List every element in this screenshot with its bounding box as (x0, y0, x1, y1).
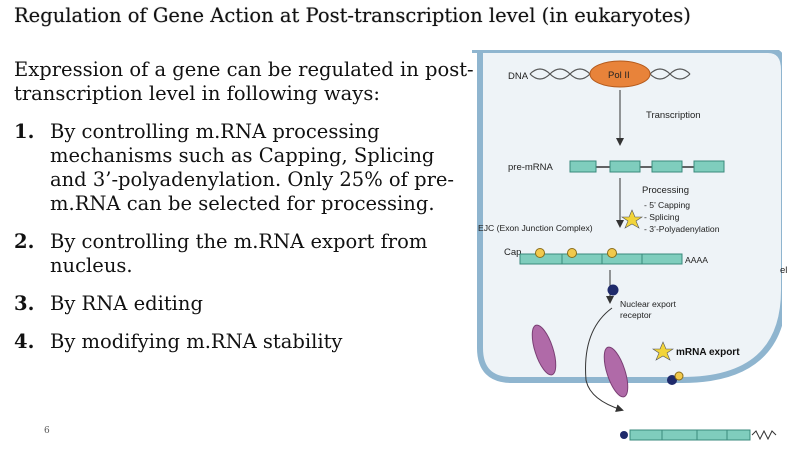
intro-paragraph: Expression of a gene can be regulated in… (14, 58, 474, 105)
list-number: 1. (14, 120, 35, 143)
list-item-2: 2. By controlling the m.RNA export from … (14, 230, 474, 278)
nuclear-pore-right (603, 346, 629, 398)
mrna-processing-figure: DNA Pol II Transcription pre-mRNA Proces… (472, 50, 792, 450)
transcription-label: Transcription (646, 110, 701, 121)
list-number: 3. (14, 292, 35, 315)
edge-label: el (780, 265, 787, 276)
mrna-export-label: mRNA export (676, 347, 740, 358)
nuclear-pore-left (531, 324, 557, 376)
page-title: Regulation of Gene Action at Post-transc… (14, 4, 691, 27)
capping-label: - 5’ Capping (644, 200, 690, 210)
list-number: 2. (14, 230, 35, 253)
ejc-label: EJC (Exon Junction Complex) (478, 223, 593, 233)
pol2-label: Pol II (608, 70, 630, 81)
list-item-3: 3. By RNA editing (14, 292, 474, 316)
polyadenylation-label: - 3’-Polyadenylation (644, 224, 720, 234)
pol2-enzyme (589, 60, 651, 88)
list-text: By controlling the m.RNA export from nuc… (50, 230, 428, 277)
export-arrow (585, 307, 624, 413)
cytoplasm-edge (782, 50, 792, 450)
list-number: 4. (14, 330, 35, 353)
nuclear-export-label: Nuclear export (620, 299, 676, 309)
text-body: Expression of a gene can be regulated in… (14, 58, 474, 354)
receptor-released (667, 375, 677, 385)
nucleus-envelope (472, 50, 787, 383)
figure-svg: DNA Pol II Transcription pre-mRNA Proces… (472, 50, 792, 450)
page-number: 6 (44, 426, 50, 436)
dna-label: DNA (508, 71, 529, 82)
list-item-1: 1. By controlling m.RNA processing mecha… (14, 120, 474, 216)
cap-label: Cap (504, 247, 521, 258)
export-receptor (607, 284, 619, 296)
dna-helix (529, 68, 691, 80)
receptor-label: receptor (620, 310, 652, 320)
splicing-label: - Splicing (644, 212, 680, 222)
list-item-4: 4. By modifying m.RNA stability (14, 330, 474, 354)
pre-mrna-strand (569, 160, 725, 173)
polya-tail-label: AAAA (685, 255, 708, 265)
star-icon (652, 341, 674, 361)
list-text: By RNA editing (50, 292, 203, 315)
list-text: By modifying m.RNA stability (50, 330, 343, 353)
processing-label: Processing (642, 185, 689, 196)
list-text: By controlling m.RNA processing mechanis… (50, 120, 455, 215)
pre-mrna-label: pre-mRNA (508, 162, 554, 173)
cytoplasmic-mrna (620, 429, 777, 441)
star-icon (621, 209, 643, 229)
mature-mrna (519, 248, 683, 265)
ejc-released (674, 371, 684, 381)
